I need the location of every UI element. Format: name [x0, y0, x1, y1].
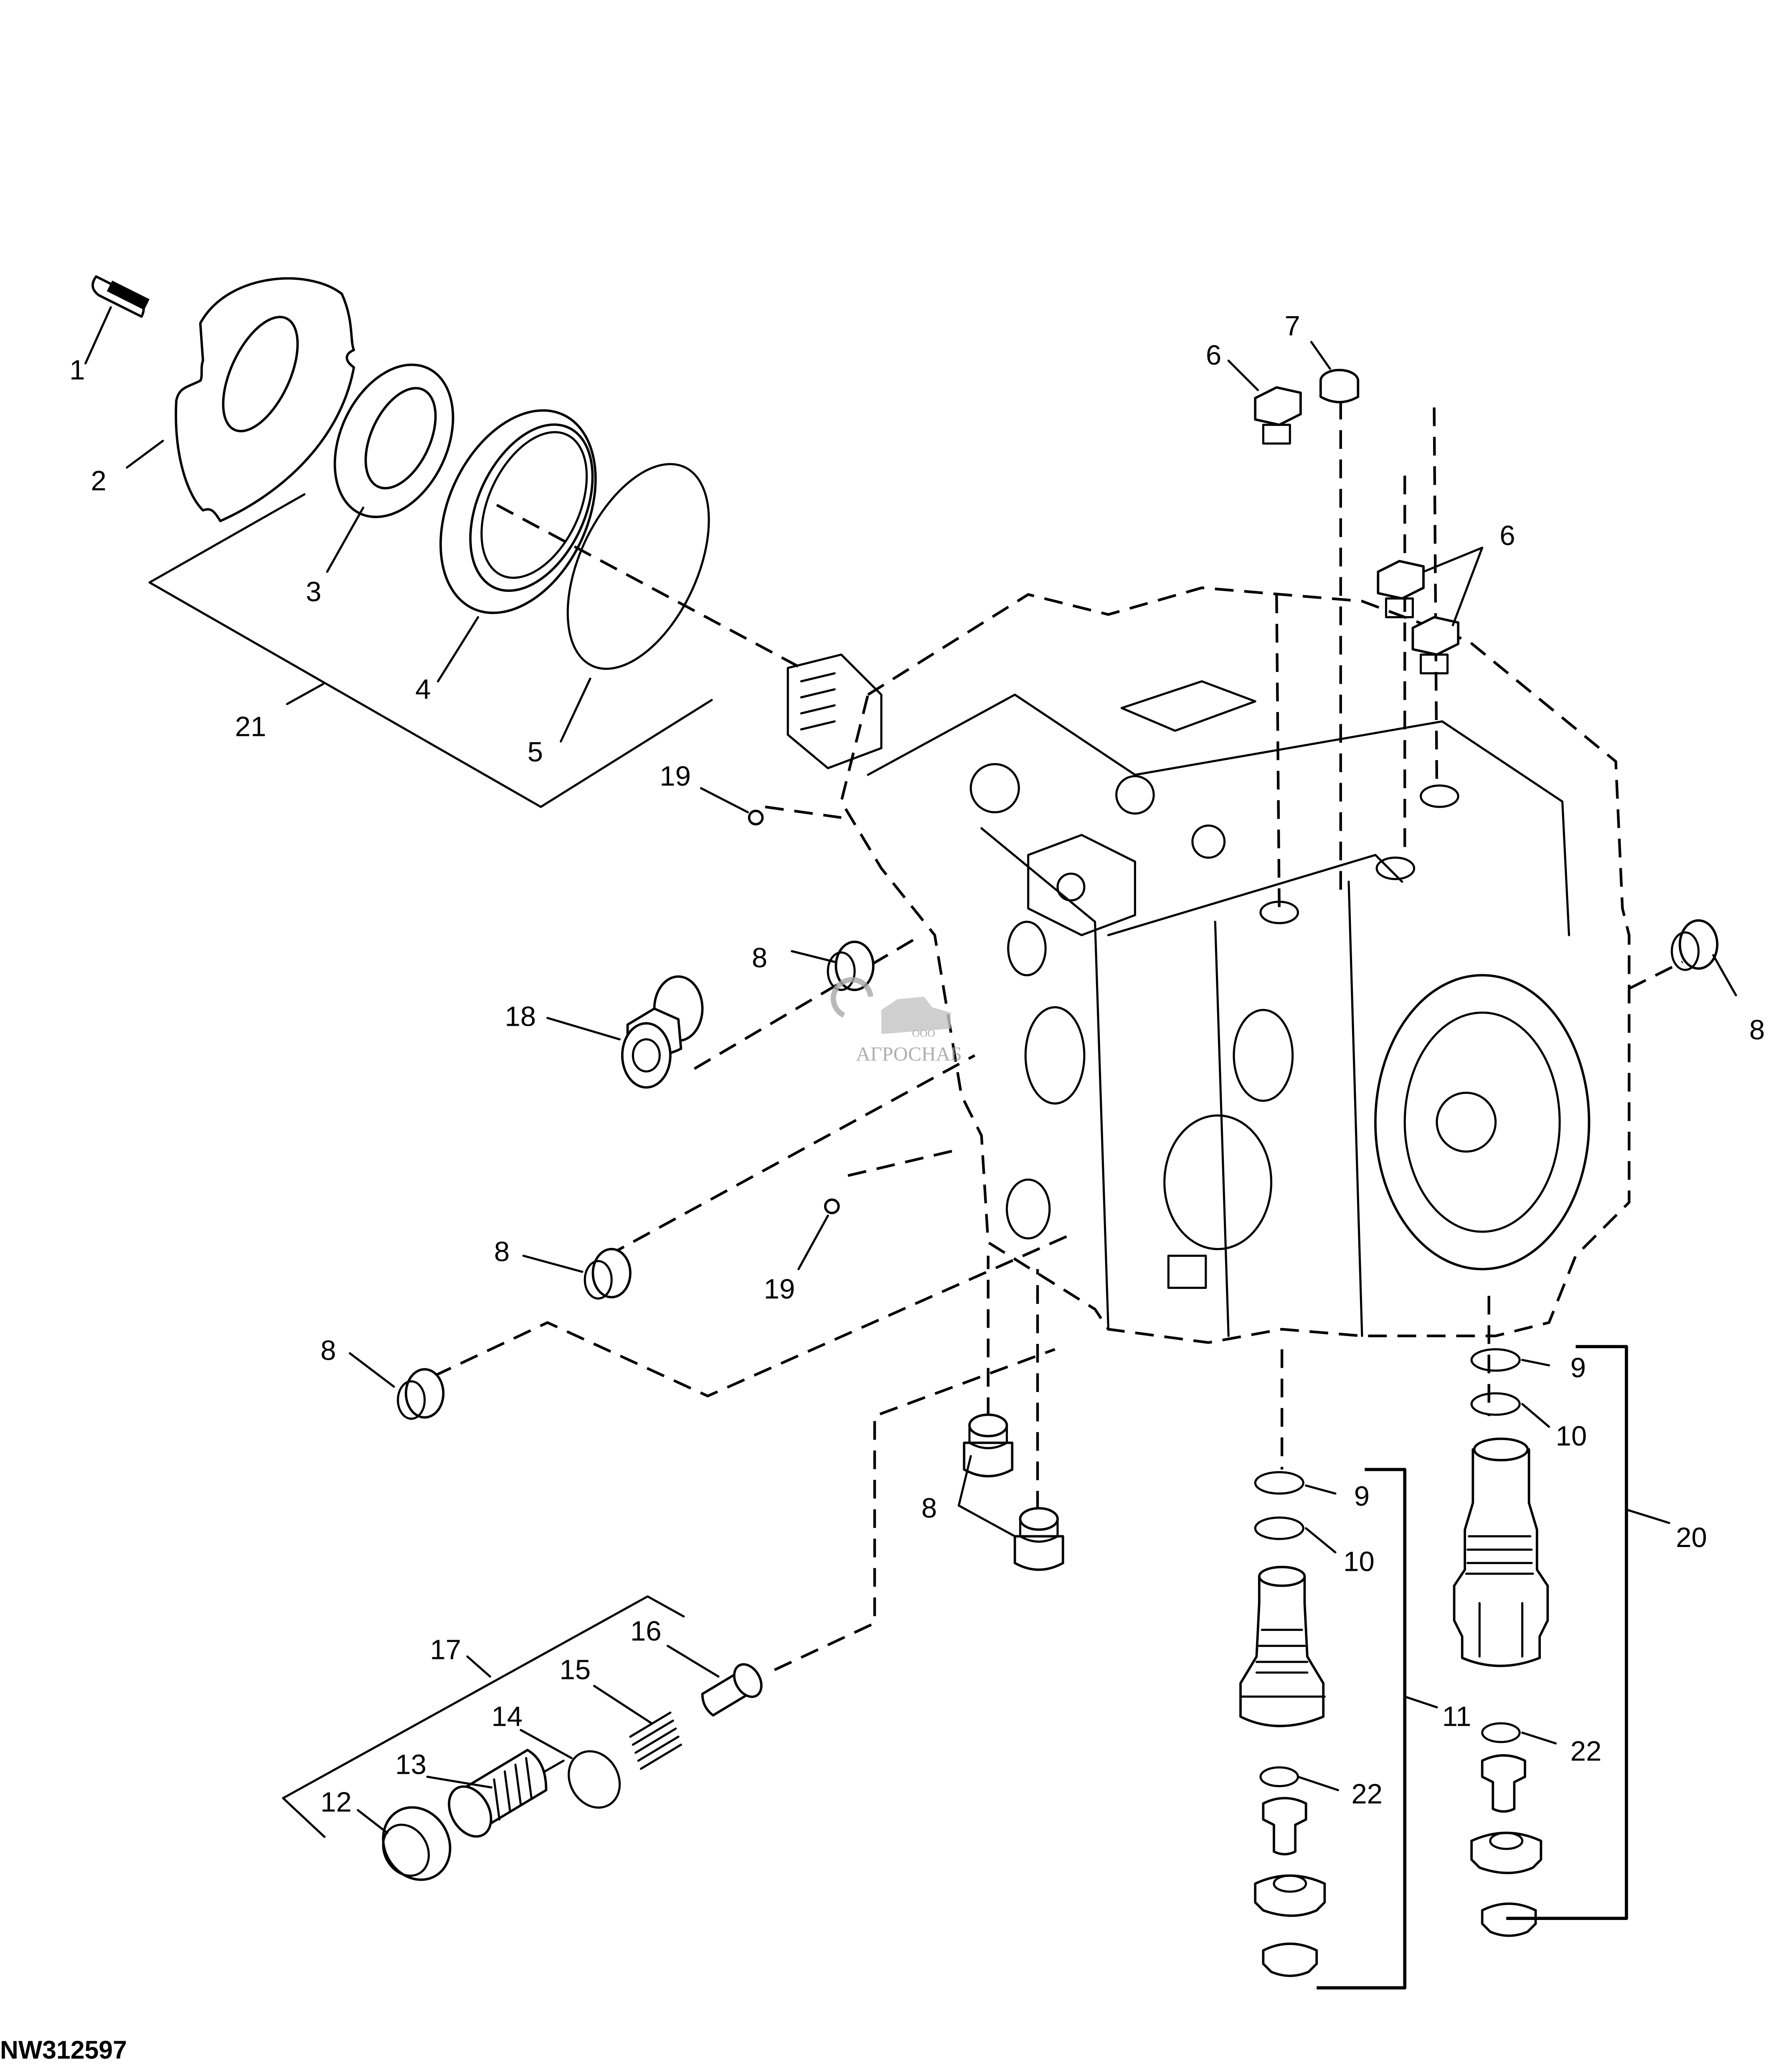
callout-15: 15: [560, 1654, 591, 1686]
part-8-plug-right: [1671, 919, 1737, 997]
callout-3: 3: [306, 576, 321, 607]
part-2-plate: [126, 277, 355, 522]
callout-11: 11: [1442, 1701, 1472, 1732]
part-3-seal: [326, 363, 454, 573]
callout-4: 4: [415, 674, 431, 705]
part-7-plug: [1310, 341, 1360, 403]
callout-16: 16: [630, 1616, 662, 1647]
callout-8-bottom: 8: [921, 1493, 937, 1524]
callout-labels: 1 2 3 4 5 6 6 7 8 8 8 8 8 9 9 10 10 11 1…: [69, 310, 1765, 1818]
part-6-plug-a: [1227, 360, 1302, 445]
callout-17: 17: [430, 1634, 461, 1666]
callout-19b: 19: [764, 1273, 795, 1305]
watermark-prefix: ООО: [912, 1027, 935, 1039]
part-6-plug-c: [1411, 616, 1459, 675]
cartridge-20: [1453, 1345, 1670, 1937]
callout-20: 20: [1676, 1522, 1707, 1553]
callout-6b: 6: [1499, 520, 1515, 551]
callout-6a: 6: [1206, 340, 1221, 371]
part-6-plug-b: [1377, 560, 1425, 619]
callout-18: 18: [505, 1001, 536, 1032]
callout-10a: 10: [1343, 1546, 1375, 1577]
part-8-plug-mid: [522, 1248, 632, 1300]
part-19-ball-b: [797, 1198, 840, 1271]
callout-8-left: 8: [320, 1335, 336, 1366]
callout-7: 7: [1285, 310, 1300, 342]
bracket-21: [148, 493, 713, 808]
callout-1: 1: [69, 354, 85, 385]
callout-10b: 10: [1555, 1420, 1587, 1452]
part-8-plug-bottom-a: [963, 1413, 1014, 1478]
callout-2: 2: [91, 465, 106, 497]
assembly-lines: [433, 401, 1683, 1671]
part-18-plug: [546, 975, 704, 1089]
part-8-plug-bottom-b: [1013, 1507, 1064, 1571]
harvester-icon: [881, 997, 951, 1034]
callout-9a: 9: [1354, 1481, 1370, 1512]
pump-housing: [787, 586, 1631, 1344]
part-8-plug-left: [349, 1352, 445, 1420]
figure-id: NW312597: [0, 2036, 127, 2064]
callout-5: 5: [528, 736, 543, 768]
part-1-cap-screw: [84, 275, 150, 365]
callout-8-upper: 8: [752, 942, 767, 974]
gear-icon: [830, 977, 873, 1018]
callout-8-right: 8: [1749, 1014, 1765, 1045]
callout-19a: 19: [660, 761, 691, 792]
part-8-plug-upper: [791, 941, 875, 992]
callout-22b: 22: [1570, 1736, 1602, 1767]
part-4-bearing: [437, 409, 597, 682]
callout-13: 13: [395, 1749, 426, 1780]
part-19-ball-a: [700, 787, 764, 826]
part-5-o-ring: [560, 463, 710, 743]
callout-9b: 9: [1570, 1352, 1586, 1384]
callout-12: 12: [320, 1786, 352, 1818]
cartridge-11: [1239, 1468, 1438, 1990]
callout-8-mid: 8: [494, 1236, 510, 1267]
watermark-logo: ООО АГРОСНАБ: [830, 977, 962, 1065]
callout-21: 21: [235, 711, 266, 742]
valve-group-17: [282, 1595, 763, 1881]
watermark-name: АГРОСНАБ: [856, 1043, 962, 1065]
callout-14: 14: [491, 1701, 523, 1732]
callout-22a: 22: [1351, 1778, 1383, 1810]
